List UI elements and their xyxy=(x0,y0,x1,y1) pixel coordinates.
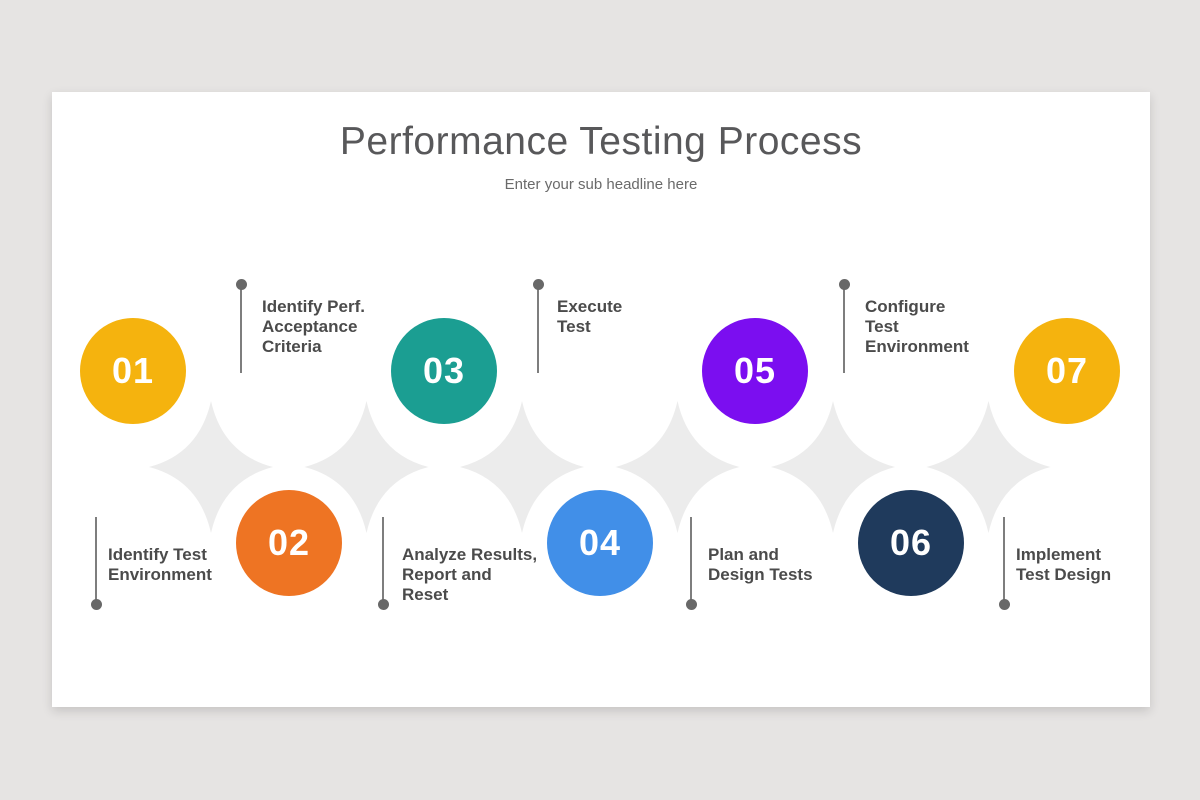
callout-dot xyxy=(686,599,697,610)
callout: Execute Test xyxy=(533,279,713,389)
callout-label: Identify Test Environment xyxy=(108,545,212,584)
callout-dot xyxy=(378,599,389,610)
callout-line xyxy=(690,517,692,605)
callout-dot xyxy=(839,279,850,290)
slide-subtitle: Enter your sub headline here xyxy=(504,176,698,193)
callout-line xyxy=(537,285,539,373)
callout: Configure Test Environment xyxy=(839,279,1019,389)
callout-dot xyxy=(236,279,247,290)
callout-dot xyxy=(999,599,1010,610)
background-interstice-shape xyxy=(926,401,1051,533)
step-circle-01: 01 xyxy=(80,318,186,424)
callout: Implement Test Design xyxy=(999,511,1179,621)
slide: Performance Testing Process Enter your s… xyxy=(52,92,1150,707)
step-circle-05: 05 xyxy=(702,318,808,424)
callout: Plan and Design Tests xyxy=(686,511,866,621)
step-number: 02 xyxy=(267,522,311,563)
step-number: 06 xyxy=(889,522,933,563)
step-number: 03 xyxy=(422,350,466,391)
callout-line xyxy=(382,517,384,605)
step-number: 05 xyxy=(733,350,777,391)
callout-line xyxy=(1003,517,1005,605)
callout-line xyxy=(240,285,242,373)
callout-label: Configure Test Environment xyxy=(865,297,969,356)
step-circle-02: 02 xyxy=(236,490,342,596)
background-pattern xyxy=(149,401,1051,533)
callout-label: Implement Test Design xyxy=(1016,545,1112,584)
background-interstice-shape xyxy=(460,401,584,533)
callout-line xyxy=(843,285,845,373)
callout-label: Execute Test xyxy=(557,297,623,336)
callout-label: Analyze Results, Report and Reset xyxy=(402,545,538,604)
background-interstice-shape xyxy=(149,401,273,533)
background-interstice-shape xyxy=(771,401,895,533)
step-number: 04 xyxy=(578,522,622,563)
step-number: 07 xyxy=(1045,350,1089,391)
slide-title: Performance Testing Process xyxy=(339,120,863,163)
callout: Identify Test Environment xyxy=(91,511,271,621)
callout: Identify Perf. Acceptance Criteria xyxy=(236,279,416,389)
callout-dot xyxy=(533,279,544,290)
step-circle-07: 07 xyxy=(1014,318,1120,424)
background-interstice-shape xyxy=(615,401,740,533)
callout-label: Identify Perf. Acceptance Criteria xyxy=(262,297,365,356)
callout: Analyze Results, Report and Reset xyxy=(378,511,558,621)
callout-dot xyxy=(91,599,102,610)
step-circle-06: 06 xyxy=(858,490,964,596)
background-interstice-shape xyxy=(304,401,429,533)
callout-line xyxy=(95,517,97,605)
step-number: 01 xyxy=(111,350,155,391)
step-circle-04: 04 xyxy=(547,490,653,596)
callout-label: Plan and Design Tests xyxy=(708,545,813,584)
step-circle-03: 03 xyxy=(391,318,497,424)
